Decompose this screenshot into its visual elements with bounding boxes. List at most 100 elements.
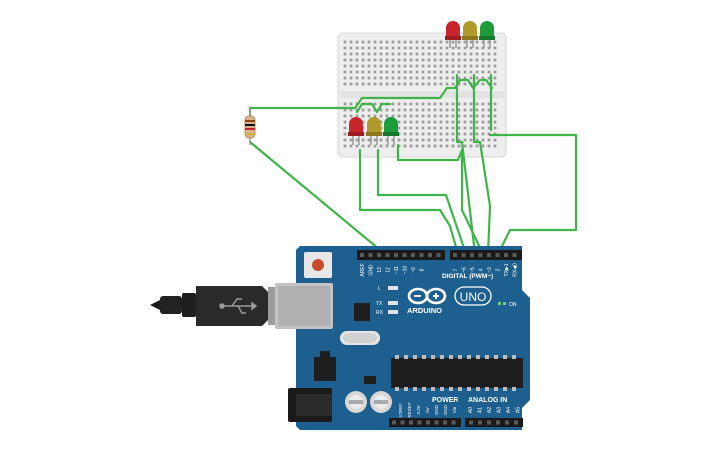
wire-green-mid	[460, 148, 485, 256]
header-pin-hole[interactable]	[436, 253, 441, 257]
header-pin-hole[interactable]	[478, 253, 483, 257]
header-pin-hole[interactable]	[368, 253, 373, 257]
header-pin-hole[interactable]	[487, 420, 491, 425]
header-pin-hole[interactable]	[453, 253, 457, 257]
header-pin-hole[interactable]	[411, 253, 415, 257]
led-l-label: L	[378, 286, 381, 292]
led-yellow-left[interactable]	[366, 117, 382, 145]
header-pin-hole[interactable]	[419, 253, 424, 257]
header-top-left	[357, 250, 445, 260]
top-pin-label: 7	[453, 268, 459, 271]
header-pin-hole[interactable]	[469, 420, 473, 425]
power-pin-label: GND	[434, 404, 439, 415]
header-pin-hole[interactable]	[478, 420, 482, 425]
reset-button[interactable]	[304, 252, 332, 278]
top-pin-label: 2	[496, 268, 502, 271]
arduino-logo-icon	[407, 287, 447, 305]
header-pin-hole[interactable]	[512, 253, 517, 257]
header-pin-hole[interactable]	[451, 420, 456, 425]
header-pin-hole[interactable]	[505, 420, 509, 425]
header-pin-hole[interactable]	[496, 420, 500, 425]
power-pin-label: IOREF	[398, 403, 403, 417]
led-green-left[interactable]	[383, 117, 399, 145]
header-pin-hole[interactable]	[377, 253, 381, 257]
top-pin-label: TX▶1	[504, 263, 510, 276]
header-pin-hole[interactable]	[504, 253, 508, 257]
leds-left[interactable]	[348, 117, 399, 145]
top-pin-label: ~5	[470, 267, 476, 273]
power-pin-label: Vin	[452, 406, 457, 413]
analog-pin-label: A1	[478, 407, 484, 413]
leds-top[interactable]	[445, 21, 495, 48]
atmega-chip-pins	[395, 355, 516, 391]
resistor[interactable]	[244, 108, 256, 145]
header-pin-hole[interactable]	[392, 420, 396, 425]
top-pin-label: AREF	[360, 263, 366, 276]
wire-resistor-to-gnd	[248, 140, 387, 256]
capacitor-2	[370, 391, 392, 413]
top-pin-label: ~10	[403, 266, 409, 275]
analog-pin-label: A0	[468, 407, 474, 413]
header-pin-hole[interactable]	[402, 253, 407, 257]
header-pin-hole[interactable]	[385, 253, 390, 257]
bottom-pin-holes[interactable]	[392, 420, 518, 425]
header-pin-hole[interactable]	[409, 420, 413, 425]
wire-yellow-led-to-pin	[376, 148, 468, 256]
on-label: ON	[509, 302, 517, 308]
usb-cable[interactable]	[150, 286, 276, 326]
header-top-right	[450, 250, 522, 260]
wire-left-led-bridge	[355, 102, 392, 114]
header-pin-hole[interactable]	[487, 253, 491, 257]
power-pin-label: RESET	[407, 402, 412, 417]
breadboard-center-channel	[340, 91, 504, 98]
digital-label: DIGITAL (PWM~)	[442, 273, 493, 280]
header-power	[389, 418, 461, 427]
usb-chip	[354, 303, 370, 321]
led-red-left[interactable]	[348, 117, 364, 145]
header-pin-hole[interactable]	[461, 253, 466, 257]
header-pin-hole[interactable]	[434, 420, 439, 425]
header-pin-hole[interactable]	[417, 420, 422, 425]
header-pin-hole[interactable]	[428, 253, 432, 257]
small-chip	[364, 376, 376, 384]
analog-pin-label: A4	[506, 407, 512, 413]
wire-right-loop	[488, 133, 578, 256]
top-pin-label: 8	[420, 268, 426, 271]
led-green-top[interactable]	[479, 21, 495, 48]
header-pin-hole[interactable]	[443, 420, 447, 425]
top-pin-label: 13	[377, 267, 383, 273]
header-pin-hole[interactable]	[514, 420, 518, 425]
rx-label: RX	[376, 310, 384, 316]
header-pin-hole[interactable]	[360, 253, 364, 257]
analog-pin-label: A2	[487, 407, 493, 413]
uno-badge	[454, 286, 492, 306]
header-pin-hole[interactable]	[426, 420, 430, 425]
led-rx	[388, 310, 398, 314]
top-pin-label: GND	[369, 264, 375, 276]
capacitor-1	[345, 391, 367, 413]
led-l	[388, 286, 398, 290]
header-pin-hole[interactable]	[400, 420, 405, 425]
analog-pin-label: A5	[516, 407, 522, 413]
wire-green-led-to-pin	[396, 143, 464, 162]
usb-icon	[219, 298, 258, 314]
top-pin-label: RX◀0	[513, 263, 519, 277]
led-red-top[interactable]	[445, 21, 461, 48]
wire-top-red-down	[455, 73, 477, 256]
top-pin-label: ~9	[411, 267, 417, 273]
breadboard[interactable]	[337, 32, 507, 158]
header-pin-hole[interactable]	[470, 253, 474, 257]
power-pin-label: GND	[443, 404, 448, 415]
header-pin-hole[interactable]	[495, 253, 500, 257]
header-pin-hole[interactable]	[394, 253, 398, 257]
on-led	[498, 302, 501, 305]
top-pin-holes[interactable]	[360, 253, 517, 257]
power-pin-label: 3.3V	[416, 405, 421, 414]
led-yellow-top[interactable]	[462, 21, 478, 48]
analog-pin-label: A3	[497, 407, 503, 413]
power-pin-label: 5V	[425, 407, 430, 413]
